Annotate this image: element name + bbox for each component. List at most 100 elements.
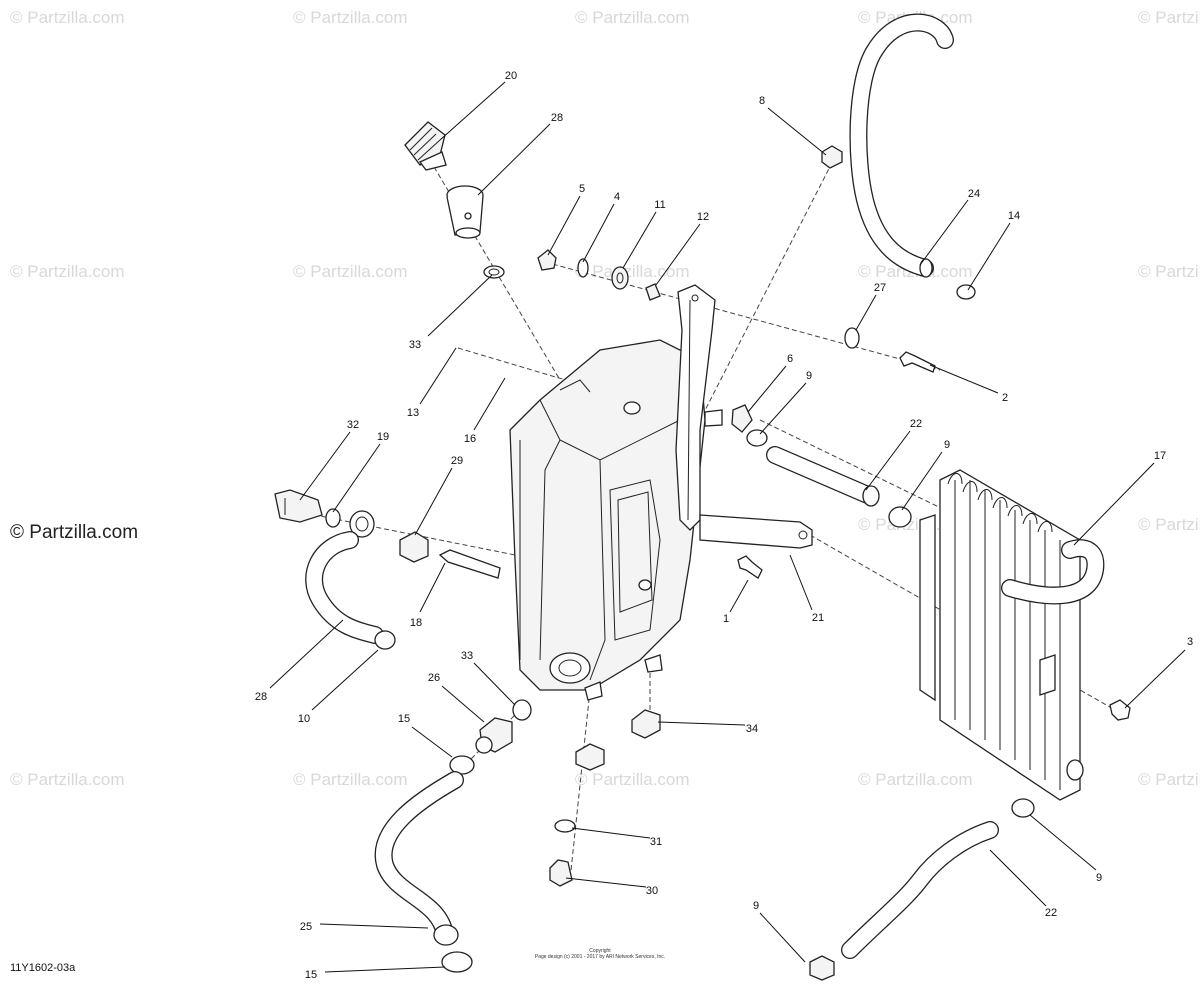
partzilla-watermark: © Partzilla.com [575, 8, 690, 27]
callout-label-9: 9 [753, 900, 759, 912]
callout-label-9: 9 [1096, 872, 1102, 884]
callout-leader-29 [414, 467, 453, 536]
bolt-1 [737, 555, 763, 579]
callout-label-20: 20 [505, 70, 517, 82]
callout-leader-25 [319, 923, 429, 929]
clamp-14 [956, 284, 976, 300]
hose-clamp-9b [888, 506, 912, 528]
callout-leader-2 [929, 364, 999, 394]
filler-cap [404, 121, 447, 171]
bolt-2 [844, 327, 936, 373]
figure-id: 11Y1602-03a [10, 962, 76, 974]
bolt-3 [1109, 699, 1131, 721]
fitting-26 [475, 717, 513, 754]
callout-leader-9 [759, 382, 807, 435]
partzilla-watermark: © Partzilla.com [1138, 8, 1200, 27]
copyright-line: Page design (c) 2001 - 2017 by ARI Netwo… [534, 954, 666, 960]
callout-leader-3 [1124, 649, 1186, 709]
callout-label-32: 32 [347, 419, 359, 431]
filler-neck [446, 185, 484, 239]
callout-leader-1 [729, 579, 749, 613]
partzilla-watermark: © Partzilla.com [293, 262, 408, 281]
copyright-line: Copyright [589, 948, 611, 954]
callout-leader-5 [547, 195, 581, 256]
mounting-bracket [675, 284, 813, 549]
callout-label-28: 28 [551, 112, 563, 124]
bolt-18 [438, 549, 501, 579]
washer-31 [554, 819, 576, 833]
fitting-elbow [349, 510, 375, 538]
callout-leader-8 [767, 107, 827, 156]
callout-label-26: 26 [428, 672, 440, 684]
callout-label-13: 13 [407, 407, 419, 419]
callout-label-9: 9 [806, 370, 812, 382]
callout-label-19: 19 [377, 431, 389, 443]
callout-label-18: 18 [410, 617, 422, 629]
callout-label-4: 4 [614, 191, 620, 203]
partzilla-watermark: © Partzilla.com [858, 770, 973, 789]
callout-leader-16 [473, 377, 506, 431]
callout-leader-4 [582, 203, 615, 263]
o-ring-33-lower [512, 699, 532, 721]
partzilla-watermark: © Partzilla.com [575, 770, 690, 789]
banjo-fitting [274, 489, 323, 523]
drain-plug-30 [549, 859, 573, 887]
callout-label-27: 27 [874, 282, 886, 294]
callout-leader-12 [655, 223, 701, 286]
callout-leader-14 [967, 222, 1011, 291]
callout-label-33: 33 [461, 650, 473, 662]
callout-leader-22 [865, 430, 911, 491]
clamp-15-lower [441, 951, 473, 973]
callout-label-30: 30 [646, 885, 658, 897]
partzilla-watermark: © Partzilla.com [10, 8, 125, 27]
callout-label-22: 22 [910, 418, 922, 430]
callout-label-2: 2 [1002, 392, 1008, 404]
callout-label-12: 12 [697, 211, 709, 223]
callout-leader-9 [901, 451, 943, 511]
callout-leader-18 [419, 562, 446, 613]
hose-24 [849, 13, 954, 278]
partzilla-watermark: © Partzilla.com [293, 770, 408, 789]
callout-label-10: 10 [298, 713, 310, 725]
callout-leader-31 [571, 827, 651, 839]
partzilla-watermark: © Partzilla.com [10, 770, 125, 789]
callout-leader-22 [989, 849, 1047, 907]
callout-label-17: 17 [1154, 450, 1166, 462]
callout-label-33: 33 [409, 339, 421, 351]
callout-leader-9 [759, 912, 806, 963]
callout-label-28: 28 [255, 691, 267, 703]
callout-leader-9 [1029, 814, 1097, 871]
callout-leader-6 [747, 365, 787, 413]
grommet-29 [399, 531, 429, 563]
callout-label-22: 22 [1045, 907, 1057, 919]
callout-label-5: 5 [579, 183, 585, 195]
callout-label-24: 24 [968, 188, 980, 200]
callout-label-16: 16 [464, 433, 476, 445]
callout-leader-13 [419, 347, 457, 405]
oil-tank [509, 339, 706, 701]
partzilla-watermark: © Partzilla.com [575, 262, 690, 281]
clamp-6 [731, 404, 753, 433]
callout-leader-28 [477, 123, 551, 196]
callout-leader-32 [299, 431, 351, 501]
callout-leader-11 [622, 211, 657, 269]
hose-25 [374, 771, 464, 946]
callout-leader-34 [657, 721, 746, 726]
callout-leader-15 [324, 966, 446, 973]
hose-28 [305, 531, 384, 644]
mount-hardware [537, 249, 661, 301]
callout-label-21: 21 [812, 612, 824, 624]
o-ring-top [483, 265, 505, 279]
partzilla-watermark-main: © Partzilla.com [10, 522, 139, 543]
partzilla-watermark: © Partzilla.com [1138, 515, 1200, 534]
hose-22-upper [766, 446, 880, 507]
callout-label-25: 25 [300, 921, 312, 933]
washer-19 [325, 508, 341, 528]
callout-label-15: 15 [398, 713, 410, 725]
callout-label-15: 15 [305, 969, 317, 981]
callout-leader-33 [473, 662, 516, 706]
callout-label-9: 9 [944, 439, 950, 451]
callout-label-29: 29 [451, 455, 463, 467]
grommet-34 [575, 709, 661, 771]
